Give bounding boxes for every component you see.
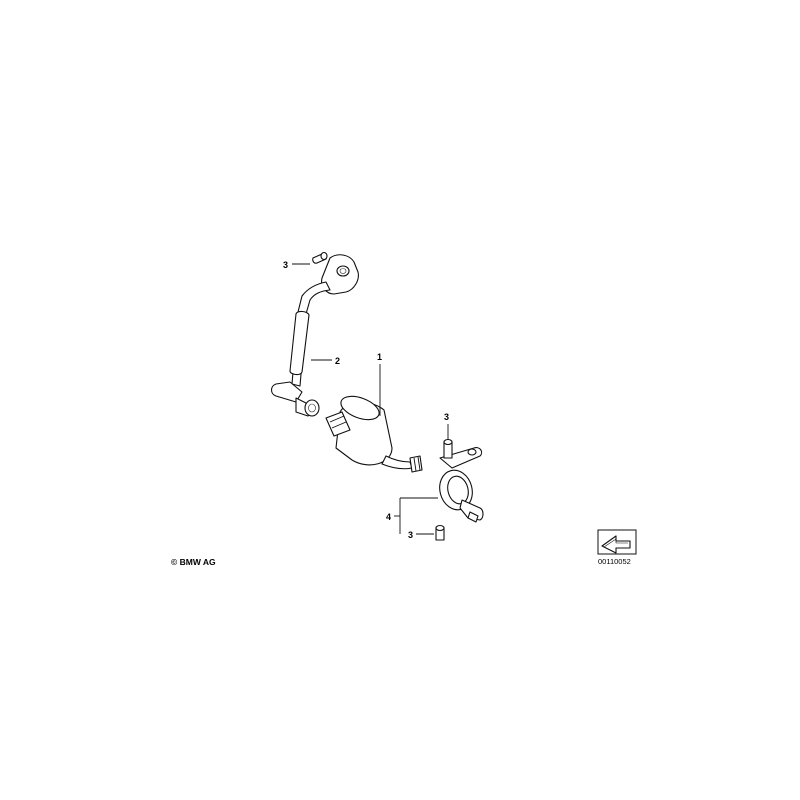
callout-part-4: 4	[386, 512, 391, 522]
callout-part-3-right-lower: 3	[408, 530, 413, 540]
part-3-bolt-right-upper	[443, 438, 453, 459]
copyright-text: © BMW AG	[171, 557, 216, 567]
part-1-cylinder-unit	[325, 395, 423, 473]
callout-part-3-top-left: 3	[283, 260, 288, 270]
part-3-bolt-right-lower	[435, 524, 445, 541]
callout-part-2: 2	[335, 356, 340, 366]
part-3-bolt-top-left	[312, 251, 328, 264]
diagram-id: 00110052	[598, 557, 631, 566]
part-2-hose-assembly	[270, 254, 359, 417]
callout-part-1: 1	[377, 352, 382, 362]
leader-lines	[292, 263, 449, 535]
callout-part-3-right-upper: 3	[444, 412, 449, 422]
arrow-icon	[597, 529, 637, 555]
part-4-bracket-clamp	[439, 447, 484, 523]
